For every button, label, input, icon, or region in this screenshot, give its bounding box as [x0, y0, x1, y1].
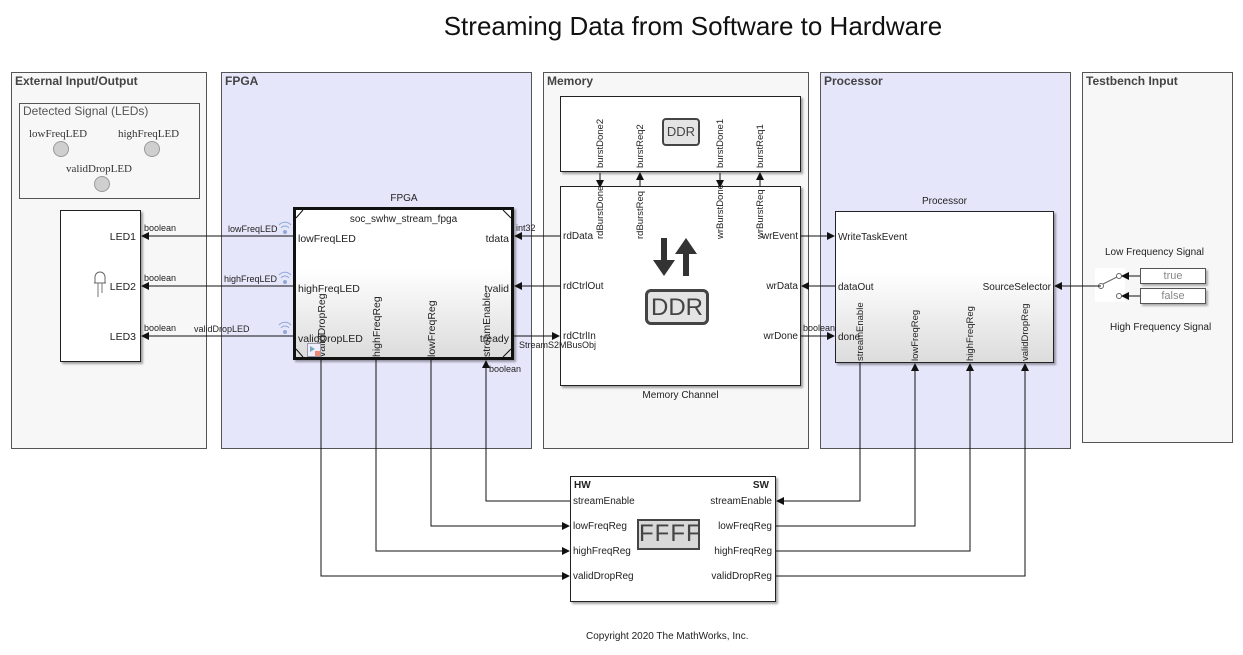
signal-type-tdata: int32 [516, 223, 536, 233]
wire-hw-streamenable[interactable] [482, 360, 570, 502]
port-sourceselector: SourceSelector [982, 282, 1051, 293]
wire-hw-lowfreqreg[interactable] [430, 360, 570, 530]
constant-false[interactable]: false [1140, 288, 1206, 304]
detected-signal-panel[interactable]: Detected Signal (LEDs) lowFreqLED highFr… [19, 103, 200, 199]
area-label: Processor [824, 74, 883, 88]
ddr-chip-icon: DDR [662, 118, 700, 146]
port-wrevent: wrEvent [761, 231, 798, 242]
signal-type-tready: StreamS2MBusObj [519, 340, 597, 350]
signal-type-led1: boolean [144, 223, 177, 233]
port-tdata: tdata [485, 233, 509, 245]
sw-port-lowfreqreg: lowFreqReg [718, 521, 772, 532]
sw-port-streamenable: streamEnable [710, 496, 772, 507]
panel-title: Detected Signal (LEDs) [23, 104, 149, 118]
hw-port-lowfreqreg: lowFreqReg [573, 521, 627, 532]
signal-type-led2: boolean [144, 273, 177, 283]
ddr-channel-chip-icon: DDR [645, 289, 709, 325]
fpga-block[interactable]: soc_swhw_stream_fpga lowFreqLED highFreq… [293, 207, 514, 360]
port-led1: LED1 [109, 231, 136, 243]
memory-channel-name: Memory Channel [642, 390, 719, 401]
port-rddata: rdData [563, 231, 594, 242]
port-done: done [838, 332, 861, 343]
fpga-model-name: soc_swhw_stream_fpga [349, 214, 458, 225]
hw-port-streamenable: streamEnable [573, 496, 635, 507]
port-tready: tready [479, 333, 509, 345]
signal-type-streamenable: boolean [489, 364, 522, 374]
ddr-memory-block[interactable]: DDR burstDone2 burstReq2 burstDone1 burs… [560, 96, 801, 172]
wire-hw-validdropreg[interactable] [320, 360, 570, 580]
hw-port-highfreqreg: highFreqReg [573, 546, 631, 557]
switch-icon [1098, 273, 1122, 299]
port-led2: LED2 [109, 281, 136, 293]
wire-sw-validdropreg[interactable] [776, 363, 1029, 577]
area-label: Memory [547, 74, 594, 88]
area-label: FPGA [225, 74, 259, 88]
port-validdropled: validDropLED [298, 333, 363, 345]
manual-switch[interactable] [1095, 268, 1125, 302]
led-block[interactable]: LED1 LED2 LED3 [60, 210, 141, 362]
sw-port-highfreqreg: highFreqReg [714, 546, 772, 557]
port-wrdone: wrDone [763, 331, 798, 342]
led-lamp-high-icon[interactable] [144, 141, 160, 157]
led-label-validdrop: validDropLED [66, 163, 132, 175]
port-rdctrlout: rdCtrlOut [563, 281, 604, 292]
signal-name-highfreqled: highFreqLED [224, 274, 278, 284]
signal-type-led3: boolean [144, 323, 177, 333]
memory-channel-block[interactable]: rdBurstDone rdBurstReq wrBurstDone wrBur… [560, 184, 801, 386]
port-rdctrlin: rdCtrlIn [563, 331, 596, 342]
led-label-high: highFreqLED [118, 128, 180, 140]
read-write-arrows-icon [653, 238, 697, 276]
diagram-title: Streaming Data from Software to Hardware [443, 11, 943, 41]
signal-type-wrdone: boolean [803, 323, 836, 333]
wire-sw-streamenable[interactable] [776, 363, 861, 505]
port-writetaskevent: WriteTaskEvent [838, 232, 908, 243]
wire-sw-highfreqreg[interactable] [776, 363, 974, 552]
led-bulb-icon [94, 271, 106, 297]
register-display-icon: FFFF [637, 519, 701, 550]
port-led3: LED3 [109, 331, 136, 343]
fpga-block-name: FPGA [390, 193, 418, 204]
port-wrdata: wrData [766, 281, 798, 292]
sw-label: SW [752, 480, 769, 491]
processor-block[interactable]: WriteTaskEvent dataOut done SourceSelect… [835, 211, 1054, 363]
signal-name-validdropled: validDropLED [194, 324, 250, 334]
test-point-icons [278, 221, 292, 334]
area-testbench-input[interactable]: Testbench Input [1082, 72, 1233, 443]
signal-name-lowfreqled: lowFreqLED [228, 224, 278, 234]
led-label-low: lowFreqLED [29, 128, 88, 140]
hw-label: HW [574, 480, 591, 491]
register-channel-block[interactable]: HW SW streamEnable lowFreqReg highFreqRe… [570, 476, 776, 602]
processor-block-name: Processor [921, 196, 967, 207]
sw-port-validdropreg: validDropReg [711, 571, 772, 582]
port-dataout: dataOut [838, 282, 874, 293]
port-highfreqled: highFreqLED [298, 283, 360, 295]
led-lamp-low-icon[interactable] [53, 141, 69, 157]
hw-port-validdropreg: validDropReg [573, 571, 634, 582]
wire-hw-highfreqreg[interactable] [375, 360, 570, 555]
high-frequency-signal-label: High Frequency Signal [1110, 322, 1212, 333]
copyright: Copyright 2020 The MathWorks, Inc. [586, 631, 749, 642]
low-frequency-signal-label: Low Frequency Signal [1105, 247, 1204, 258]
port-lowfreqled: lowFreqLED [298, 233, 356, 245]
led-lamp-validdrop-icon[interactable] [94, 176, 110, 192]
port-tvalid: tvalid [484, 283, 509, 295]
model-reference-icon [307, 343, 321, 357]
wire-sw-lowfreqreg[interactable] [776, 363, 919, 527]
area-label: Testbench Input [1086, 74, 1178, 88]
constant-true[interactable]: true [1140, 268, 1206, 284]
area-label: External Input/Output [15, 74, 138, 88]
